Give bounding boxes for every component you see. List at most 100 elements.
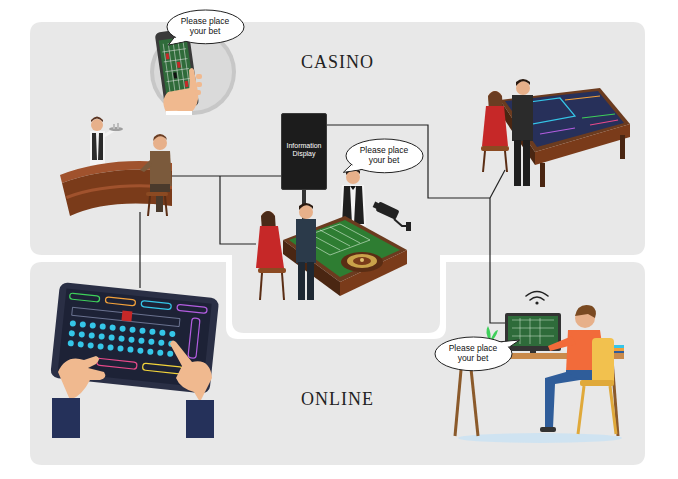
bubble-text: Please place your bet <box>359 146 409 166</box>
roulette-table <box>296 219 316 263</box>
tablet-illustration <box>52 398 80 438</box>
tablet-illustration <box>78 331 85 338</box>
tablet-illustration <box>50 282 219 438</box>
roulette-table <box>514 140 521 186</box>
tablet-illustration <box>67 320 175 357</box>
roulette-table <box>260 273 262 300</box>
phone-illustration <box>163 68 198 114</box>
roulette-table <box>298 262 305 300</box>
roulette-table <box>360 258 364 262</box>
speech-bubble: Please place your bet <box>167 10 244 44</box>
computer-user <box>578 386 584 434</box>
tablet-illustration <box>72 307 180 326</box>
bar-illustration <box>117 123 119 129</box>
bar-illustration <box>104 130 114 136</box>
tablet-illustration <box>70 320 77 327</box>
computer-user <box>530 318 531 344</box>
computer-user <box>580 380 614 386</box>
tablet-illustration <box>97 343 104 350</box>
computer-user <box>575 305 596 318</box>
bar-illustration <box>109 127 123 131</box>
camera-icon <box>406 222 411 231</box>
bar-illustration <box>153 134 167 141</box>
roulette-table <box>512 95 533 141</box>
tablet-illustration <box>105 297 135 306</box>
network-wire <box>220 176 256 244</box>
tablet-illustration <box>170 340 212 402</box>
speech-bubble: Please place your bet <box>346 139 423 173</box>
roulette-table <box>299 203 313 210</box>
roulette-table <box>353 257 371 265</box>
tablet-illustration <box>108 334 115 341</box>
computer-user <box>526 292 548 297</box>
tablet-illustration <box>141 301 171 310</box>
roulette-table <box>330 227 360 243</box>
phone-illustration <box>177 62 181 68</box>
online-region: ONLINEPlease place your bet <box>30 262 645 465</box>
bubble-shape <box>167 10 244 44</box>
tablet-illustration <box>77 341 84 348</box>
tablet-illustration <box>98 333 105 340</box>
tablet-illustration <box>177 304 207 313</box>
bubble-tail <box>171 35 189 43</box>
casino-region: CASINO Please place your bet Information D… <box>30 22 645 255</box>
tablet-illustration <box>128 336 135 343</box>
roulette-table <box>523 140 530 186</box>
phone-illustration <box>196 82 202 87</box>
computer-user <box>526 292 548 301</box>
phone-illustration <box>173 72 177 78</box>
bubble-tail <box>496 341 515 348</box>
computer-user <box>592 338 614 384</box>
tablet-illustration <box>158 339 165 346</box>
bar-illustration <box>146 192 168 196</box>
bar-illustration <box>92 133 103 160</box>
tablet-illustration <box>142 363 183 374</box>
tablet-illustration <box>157 349 164 356</box>
display-text: Information Display <box>282 142 326 159</box>
roulette-table <box>582 114 615 118</box>
roulette-table <box>535 124 630 165</box>
tablet-illustration <box>186 400 214 438</box>
tablet-illustration <box>167 350 174 357</box>
tablet-illustration <box>137 347 144 354</box>
tablet-illustration <box>188 318 200 359</box>
bubble-text: Please place your bet <box>448 344 498 364</box>
bubble-text: Please place your bet <box>180 17 230 37</box>
computer-user <box>512 328 554 329</box>
roulette-table <box>482 106 508 146</box>
roulette-table <box>540 128 575 134</box>
roulette-table <box>540 163 545 187</box>
computer-user <box>458 433 622 443</box>
roulette-table <box>320 230 350 246</box>
phone-illustration <box>166 111 192 115</box>
bubble-shape <box>346 139 423 173</box>
computer-user <box>610 386 616 434</box>
bar-illustration <box>90 131 105 165</box>
phone-illustration <box>161 41 192 96</box>
camera-icon <box>372 200 411 231</box>
tablet-illustration <box>109 324 116 331</box>
roulette-table <box>481 146 509 151</box>
roulette-table <box>307 262 314 300</box>
tablet-illustration <box>69 293 99 302</box>
tablet-illustration <box>97 358 138 369</box>
tablet-illustration <box>99 323 106 330</box>
roulette-table <box>516 79 530 86</box>
tablet-illustration <box>69 330 76 337</box>
tablet-illustration <box>148 338 155 345</box>
computer-user <box>548 336 576 351</box>
camera-icon <box>373 202 380 210</box>
bubble-tail <box>347 163 366 171</box>
phone-illustration <box>195 90 201 95</box>
roulette-table <box>258 268 286 273</box>
computer-user <box>535 301 538 304</box>
bar-illustration <box>165 196 167 216</box>
tablet-illustration <box>80 321 87 328</box>
tablet-illustration <box>117 345 124 352</box>
tablet-illustration <box>139 327 146 334</box>
region-title: CASINO <box>30 52 645 73</box>
phone-illustration <box>196 74 202 79</box>
computer-user <box>512 336 554 337</box>
roulette-table <box>620 135 625 159</box>
roulette-table <box>483 151 485 172</box>
